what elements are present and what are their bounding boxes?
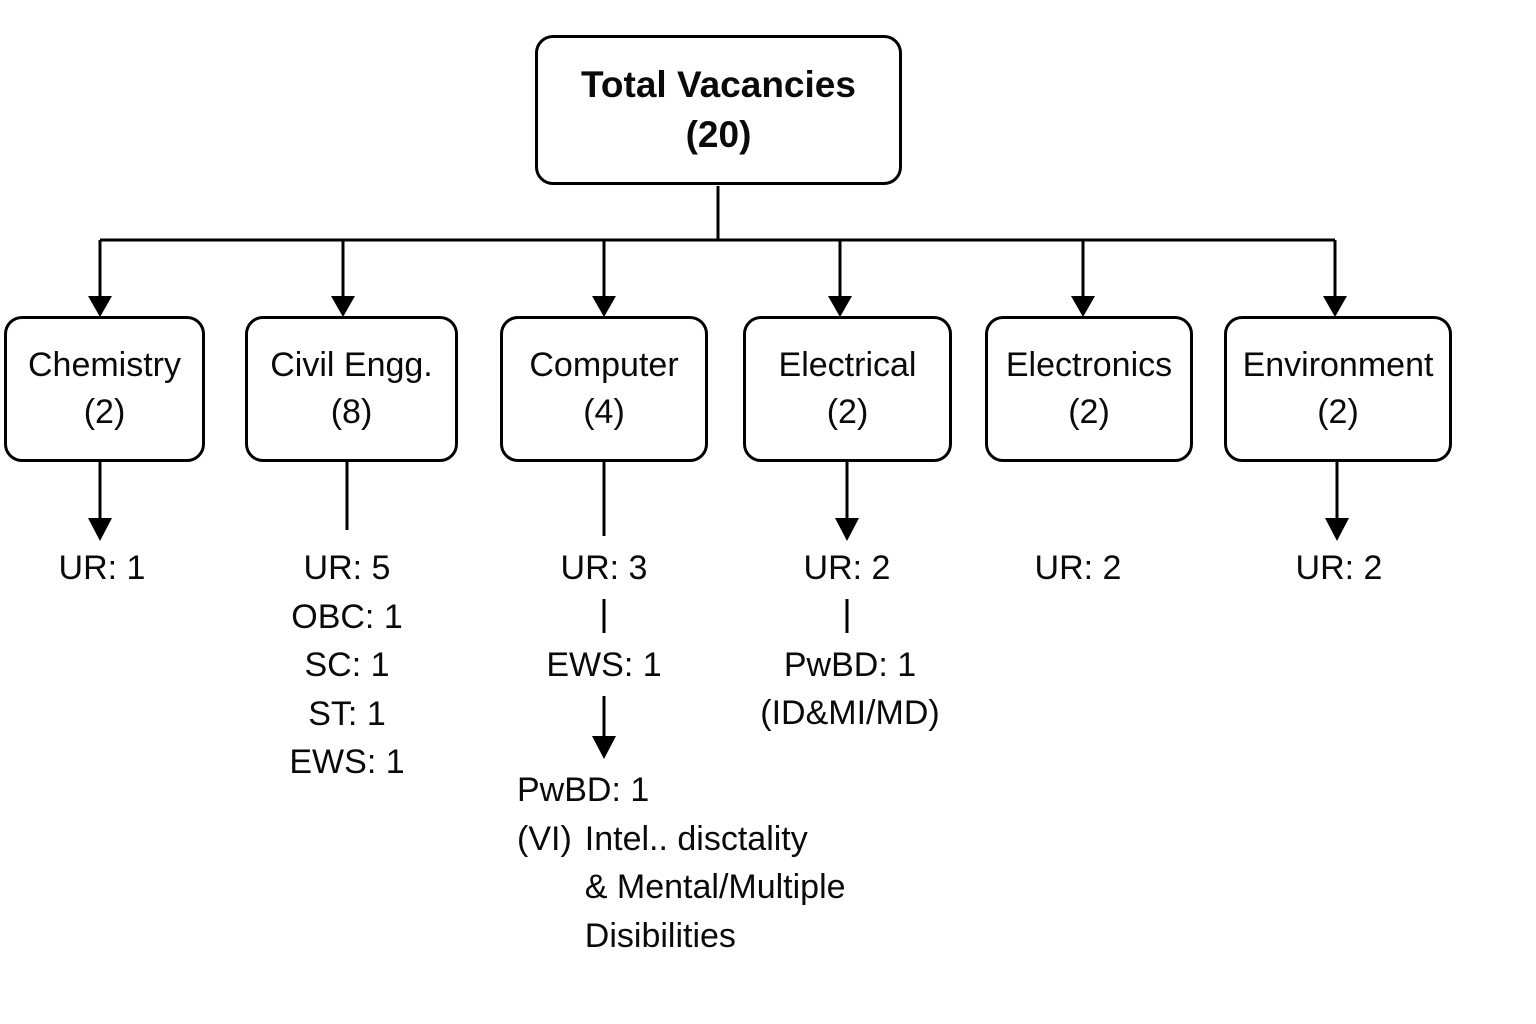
node-count: (8): [330, 393, 373, 431]
node-count: (2): [1317, 393, 1359, 431]
civil-obc-label: OBC: 1: [291, 597, 403, 636]
chemistry-ur-label: UR: 1: [58, 549, 146, 587]
drop-computer-arrowhead: [592, 296, 616, 317]
node-electrical: Electrical (2): [743, 316, 952, 462]
drop-chemistry-arrowhead: [88, 296, 112, 317]
computer-pwbd-note-prefix: (VI): [517, 819, 572, 858]
node-computer: Computer (4): [500, 316, 708, 462]
computer-pwbd-label: PwBD: 1: [517, 771, 650, 809]
drop-electronics-arrowhead: [1071, 296, 1095, 317]
node-title: Total Vacancies: [581, 64, 856, 105]
node-environment: Environment (2): [1224, 316, 1452, 462]
electrical-ur-label: UR: 2: [803, 549, 891, 587]
node-title: Environment: [1242, 346, 1434, 384]
node-title: Computer: [529, 346, 679, 384]
node-title: Electrical: [778, 346, 917, 384]
node-title: Electronics: [1005, 346, 1173, 384]
drop-electrical-arrowhead: [828, 296, 852, 317]
computer-pwbd-block: PwBD: 1 (VI) Intel.. disctality & Mental…: [517, 766, 846, 960]
civil-ews-label: EWS: 1: [289, 743, 405, 781]
node-count: (2): [826, 393, 869, 431]
computer-ur-label: UR: 3: [560, 549, 648, 587]
electrical-ur-arrowhead: [835, 518, 859, 541]
civil-breakdown-stack: UR: 5 OBC: 1 SC: 1 ST: 1 EWS: 1: [289, 544, 404, 787]
computer-pwbd-note: (VI) Intel.. disctality & Mental/Multipl…: [517, 815, 846, 961]
drop-environment-arrowhead: [1323, 296, 1347, 317]
computer-ews-label: EWS: 1: [546, 646, 662, 684]
computer-pwbd-arrowhead: [592, 736, 616, 759]
environment-ur-label: UR: 2: [1295, 549, 1383, 587]
node-count: (20): [685, 114, 752, 155]
civil-sc-label: SC: 1: [304, 646, 390, 684]
computer-pwbd-note-text: Intel.. disctality & Mental/Multiple Dis…: [584, 819, 846, 955]
electrical-pwbd-label: PwBD: 1: [783, 646, 917, 684]
node-total-vacancies: Total Vacancies (20): [535, 35, 902, 185]
chemistry-ur-arrowhead: [88, 518, 112, 541]
electrical-pwbd-note: (ID&MI/MD): [760, 694, 940, 732]
node-count: (2): [83, 393, 126, 431]
node-title: Civil Engg.: [270, 346, 433, 384]
node-count: (2): [1068, 393, 1110, 431]
node-title: Chemistry: [27, 346, 182, 384]
civil-st-label: ST: 1: [308, 694, 386, 733]
node-chemistry: Chemistry (2): [4, 316, 205, 462]
civil-ur-label: UR: 5: [303, 549, 391, 587]
node-civil-engg: Civil Engg. (8): [245, 316, 458, 462]
node-count: (4): [583, 393, 625, 431]
electronics-ur-label: UR: 2: [1034, 549, 1122, 587]
drop-civil-arrowhead: [331, 296, 355, 317]
node-electronics: Electronics (2): [985, 316, 1193, 462]
environment-ur-arrowhead: [1325, 518, 1349, 541]
